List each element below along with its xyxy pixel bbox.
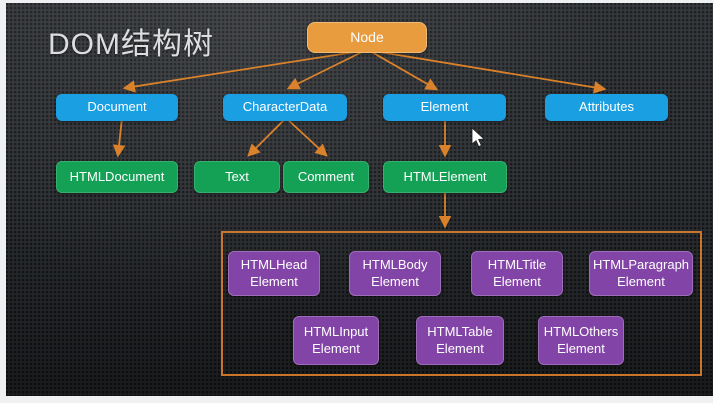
node-htmldocument-label: HTMLDocument bbox=[69, 168, 165, 184]
node-text: Text bbox=[194, 161, 280, 193]
edge-document-htmldocument bbox=[112, 117, 126, 158]
edge-node-characterdata bbox=[286, 50, 365, 90]
node-htmlelement-label: HTMLElement bbox=[403, 168, 487, 184]
node-characterdata: CharacterData bbox=[223, 94, 347, 121]
element-group-container bbox=[221, 231, 702, 376]
node-characterdata-label: CharacterData bbox=[242, 99, 328, 115]
node-htmldocument: HTMLDocument bbox=[56, 161, 178, 193]
page-title: DOM结构树 bbox=[48, 28, 214, 61]
node-document: Document bbox=[56, 94, 178, 121]
edge-node-attributes bbox=[373, 50, 607, 94]
node-comment: Comment bbox=[283, 161, 369, 193]
node-document-label: Document bbox=[87, 99, 147, 115]
node-root-label: Node bbox=[350, 28, 384, 45]
node-attributes-label: Attributes bbox=[579, 99, 634, 115]
node-text-label: Text bbox=[225, 168, 249, 184]
edge-characterdata-text bbox=[247, 117, 287, 157]
node-element: Element bbox=[383, 94, 506, 121]
edge-characterdata-comment bbox=[285, 117, 328, 157]
node-root: Node bbox=[307, 22, 427, 53]
node-attributes: Attributes bbox=[545, 94, 668, 121]
node-element-label: Element bbox=[420, 99, 469, 115]
node-comment-label: Comment bbox=[297, 168, 355, 184]
node-htmlelement: HTMLElement bbox=[383, 161, 507, 193]
slide-background: DOM结构树 Node bbox=[6, 3, 713, 396]
edge-node-element bbox=[369, 50, 439, 91]
